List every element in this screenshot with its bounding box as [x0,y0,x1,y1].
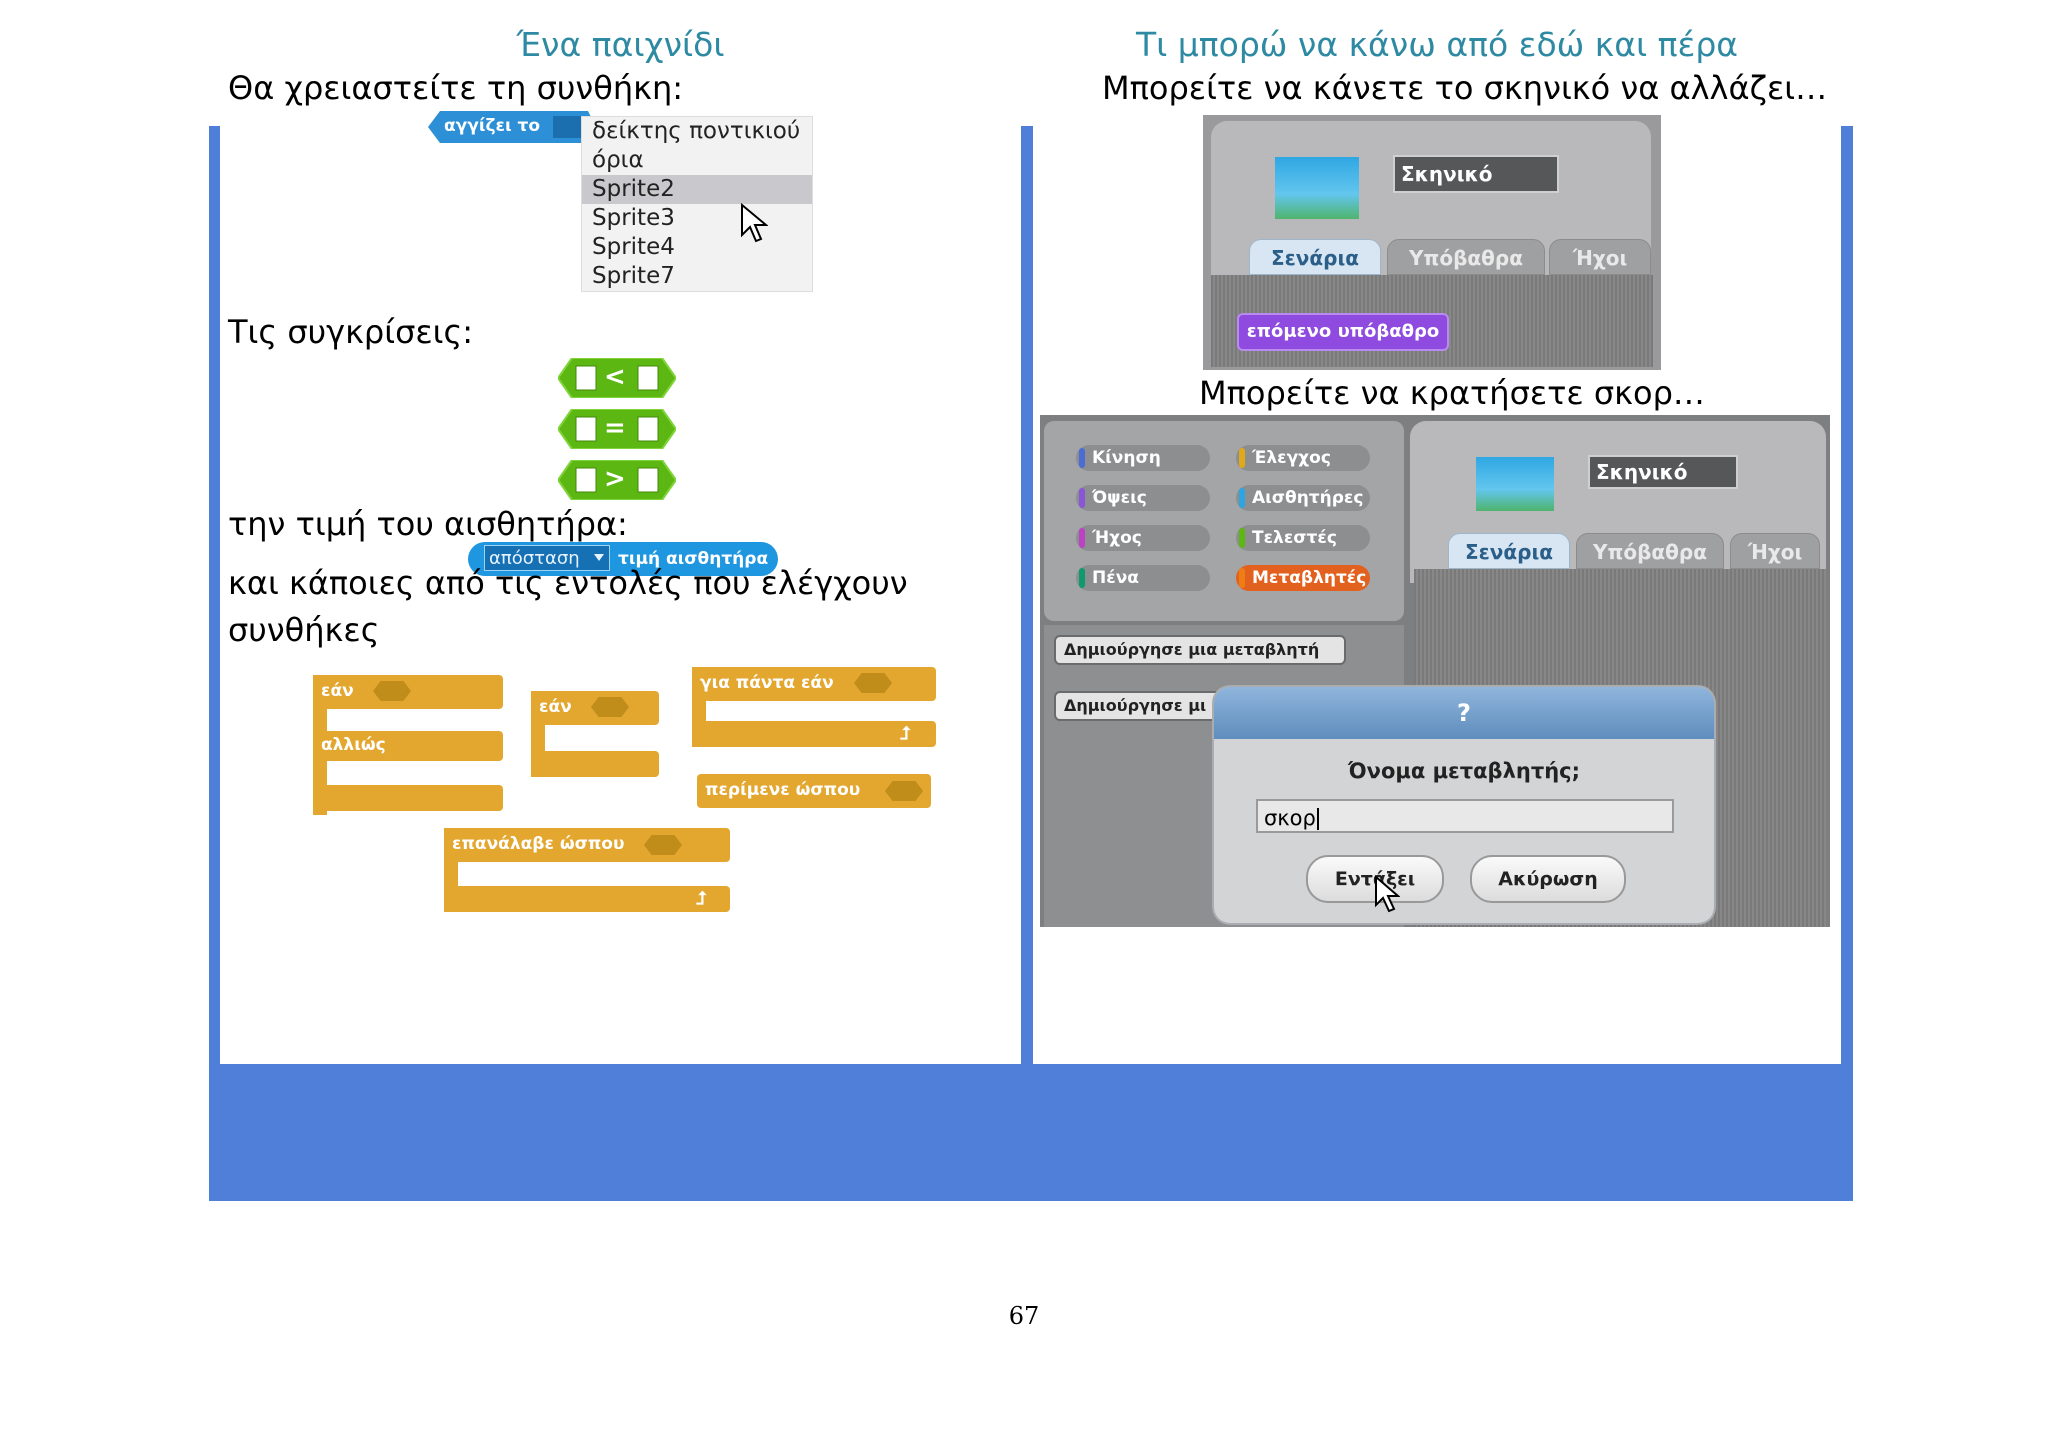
tab-backdrops-2[interactable]: Υπόβαθρα [1576,533,1724,569]
commands-text-line1: και κάποιες από τις εντολές που ελέγχουν [228,564,908,602]
next-backdrop-block[interactable]: επόμενο υπόβαθρο [1237,313,1449,351]
else-label: αλλιώς [321,735,386,755]
menu-item-mouse-pointer[interactable]: δείκτης ποντικιού [592,118,801,144]
sensor-value-block[interactable]: απόσταση τιμή αισθητήρα [468,542,778,576]
category-variables-color [1239,568,1245,588]
mouse-cursor-icon [741,203,768,243]
if-block[interactable]: εάν [531,691,661,781]
less-than-block[interactable]: < [558,358,676,398]
menu-item-sprite2[interactable]: Sprite2 [582,175,812,204]
category-sound-label: Ήχος [1092,528,1142,548]
forever-if-label: για πάντα εάν [700,673,834,693]
touching-block[interactable]: αγγίζει το [428,111,596,143]
sensor-text: την τιμή του αισθητήρα: [228,505,628,543]
category-sensing-color [1239,488,1245,508]
menu-item-sprite4[interactable]: Sprite4 [592,234,675,260]
category-looks-color [1079,488,1085,508]
category-control-label: Έλεγχος [1252,448,1331,468]
if-short-condition-slot[interactable] [591,697,629,717]
dialog-title: ? [1214,687,1714,739]
greater-than-symbol: > [604,464,626,494]
tab-scripts-2[interactable]: Σενάρια [1448,533,1570,569]
backdrop-screenshot: Σκηνικό Σενάρια Υπόβαθρα Ήχοι επόμενο υπ… [1203,115,1661,370]
menu-item-edges[interactable]: όρια [592,147,644,173]
wait-until-condition-slot[interactable] [885,781,923,801]
touching-block-label: αγγίζει το [444,116,541,136]
if-label: εάν [321,681,354,701]
comparisons-text: Τις συγκρίσεις: [228,313,474,351]
tab-sounds-2[interactable]: Ήχοι [1730,533,1820,569]
repeat-arrow-icon: ⮥ [696,888,707,909]
make-variable-button[interactable]: Δημιούργησε μια μεταβλητή [1054,635,1346,665]
page-number: 67 [1008,1302,1040,1330]
menu-item-sprite3[interactable]: Sprite3 [592,205,675,231]
category-sound-color [1079,528,1085,548]
category-operators-label: Τελεστές [1252,528,1337,548]
menu-item-sprite7[interactable]: Sprite7 [592,263,675,289]
repeat-until-block[interactable]: επανάλαβε ώσπου ⮥ [444,828,732,914]
forever-if-block[interactable]: για πάντα εάν ⮥ [692,667,938,747]
loop-arrow-icon: ⮥ [900,723,911,744]
variable-name-input[interactable]: σκορ [1256,799,1674,833]
category-motion[interactable]: Κίνηση [1076,445,1210,471]
stage-name-field-2[interactable]: Σκηνικό [1588,455,1738,489]
tab-backdrops[interactable]: Υπόβαθρα [1387,239,1545,275]
left-panel: Ένα παιχνίδι Θα χρειαστείτε τη συνθήκη: … [220,11,1021,1064]
category-operators-color [1239,528,1245,548]
equals-symbol: = [604,413,626,443]
category-pen[interactable]: Πένα [1076,565,1210,591]
category-looks-label: Όψεις [1092,488,1147,508]
category-sound[interactable]: Ήχος [1076,525,1210,551]
if-short-label: εάν [539,697,572,717]
cancel-button[interactable]: Ακύρωση [1470,855,1626,903]
if-else-block[interactable]: εάν αλλιώς [313,675,509,815]
category-operators[interactable]: Τελεστές [1236,525,1370,551]
mouse-cursor-icon-2 [1375,875,1400,913]
new-variable-dialog: ? Όνομα μεταβλητής; σκορ Εντάξει Ακύρωση [1214,687,1714,923]
category-sensing[interactable]: Αισθητήρες [1236,485,1370,511]
category-pen-color [1079,568,1085,588]
category-variables[interactable]: Μεταβλητές [1236,565,1370,591]
make-variable-button-2[interactable]: Δημιούργησε μι [1054,691,1226,721]
text-caret [1316,808,1319,830]
wait-until-label: περίμενε ώσπου [705,780,861,800]
equals-block[interactable]: = [558,409,676,449]
category-control-color [1239,448,1245,468]
dialog-question: Όνομα μεταβλητής; [1347,759,1581,783]
greater-than-block[interactable]: > [558,460,676,500]
right-panel: Τι μπορώ να κάνω από εδώ και πέρα Μπορεί… [1033,11,1841,1064]
category-looks[interactable]: Όψεις [1076,485,1210,511]
stage-thumbnail[interactable] [1275,157,1359,219]
sensor-dropdown[interactable]: απόσταση [484,545,610,571]
left-panel-title: Ένα παιχνίδι [516,25,725,64]
less-than-symbol: < [604,362,626,392]
category-motion-label: Κίνηση [1092,448,1161,468]
right-panel-title: Τι μπορώ να κάνω από εδώ και πέρα [1135,25,1739,64]
need-condition-text: Θα χρειαστείτε τη συνθήκη: [228,69,684,107]
repeat-until-label: επανάλαβε ώσπου [452,834,625,854]
backdrop-text: Μπορείτε να κάνετε το σκηνικό να αλλάζει… [1102,69,1828,107]
tab-sounds[interactable]: Ήχοι [1549,239,1651,275]
if-condition-slot[interactable] [373,681,411,701]
commands-text-line2: συνθήκες [228,611,380,649]
dropdown-arrow-icon [594,554,604,561]
score-text: Μπορείτε να κρατήσετε σκορ… [1199,374,1705,412]
forever-if-condition-slot[interactable] [854,673,892,693]
sensor-block-label: τιμή αισθητήρα [618,549,769,569]
category-sensing-label: Αισθητήρες [1252,488,1364,508]
variable-name-input-value: σκορ [1264,806,1316,830]
category-control[interactable]: Έλεγχος [1236,445,1370,471]
stage-name-field[interactable]: Σκηνικό [1393,155,1559,193]
stage-thumbnail-2[interactable] [1476,457,1554,511]
category-variables-label: Μεταβλητές [1252,568,1367,588]
score-screenshot: Κίνηση Έλεγχος Όψεις Αισθητήρες Ήχος Τελ… [1040,415,1830,927]
category-motion-color [1079,448,1085,468]
wait-until-block[interactable]: περίμενε ώσπου [697,774,933,810]
touching-dropdown-menu[interactable]: δείκτης ποντικιού όρια Sprite2 Sprite3 S… [581,116,813,292]
tab-scripts[interactable]: Σενάρια [1249,239,1381,275]
repeat-until-condition-slot[interactable] [644,835,682,855]
category-pen-label: Πένα [1092,568,1139,588]
